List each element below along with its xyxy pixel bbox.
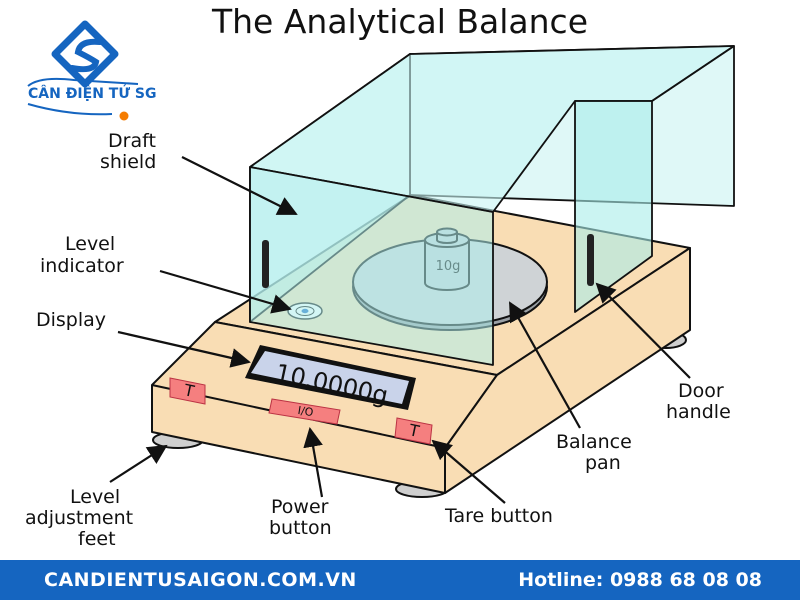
draft-shield-label-line2: shield — [100, 151, 156, 173]
level-indicator-label-line2: indicator — [40, 255, 124, 277]
draft-shield-label-line1: Draft — [108, 130, 156, 152]
right-tare-key-label: T — [406, 420, 421, 441]
level-indicator-label-line1: Level — [65, 233, 115, 255]
balance-right-side — [444, 247, 691, 494]
balance-pan-label-line2: pan — [585, 452, 621, 474]
arrow-level-indicator — [159, 269, 292, 314]
diagram-title: The Analytical Balance — [211, 2, 588, 41]
door-handle-label-line1: Door — [678, 380, 724, 402]
left-door-handle — [262, 240, 269, 288]
shield-front-glass — [249, 166, 494, 366]
left-tare-button[interactable]: T — [169, 377, 206, 405]
arrow-balance-pan — [509, 301, 581, 429]
level-feet-label-line2: adjustment — [25, 507, 133, 529]
logo-brand-text: CÂN ĐIỆN TỬ SG — [28, 83, 157, 102]
door-handle-label-line2: handle — [666, 401, 731, 423]
power-key-label: I/O — [297, 404, 315, 419]
brand-logo: CÂN ĐIỆN TỬ SG — [27, 20, 157, 121]
tare-button-label: Tare button — [444, 505, 553, 527]
right-tare-button[interactable]: T — [394, 417, 433, 445]
display-screen — [245, 345, 416, 410]
footer-hotline[interactable]: Hotline: 0988 68 08 08 — [518, 569, 762, 591]
arrow-draft-shield — [181, 156, 298, 215]
left-tare-key-label: T — [181, 380, 196, 401]
footer-bar: CANDIENTUSAIGON.COM.VN Hotline: 0988 68 … — [0, 560, 800, 600]
arrow-level-feet — [109, 444, 168, 483]
level-feet-label-line1: Level — [70, 486, 120, 508]
power-button-label-line2: button — [269, 517, 332, 539]
arrow-display — [117, 330, 251, 368]
draft-shield — [249, 45, 735, 366]
footer-website-link[interactable]: CANDIENTUSAIGON.COM.VN — [44, 569, 357, 591]
shield-door-panel — [574, 100, 653, 313]
right-door-handle — [587, 234, 594, 286]
logo-dot-icon — [119, 111, 129, 121]
logo-mark-icon — [51, 20, 119, 88]
display-label: Display — [36, 309, 106, 331]
power-button-label-line1: Power — [271, 496, 329, 518]
level-feet-label-line3: feet — [78, 528, 116, 550]
arrow-tare-button — [431, 439, 506, 504]
power-button[interactable]: I/O — [268, 398, 341, 425]
arrow-door-handle — [595, 282, 691, 379]
balance-pan-label-line1: Balance — [556, 431, 632, 453]
arrow-power-button — [303, 427, 324, 498]
